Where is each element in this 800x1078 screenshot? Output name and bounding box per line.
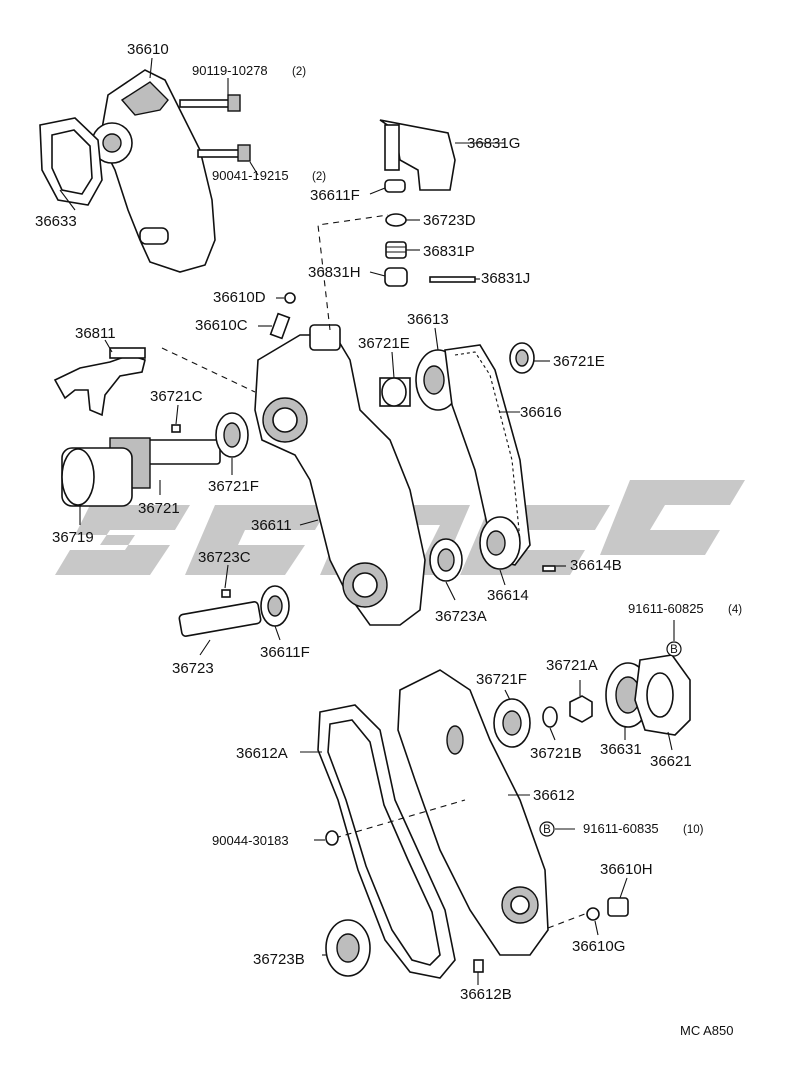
label-91611-60835-qty: (10) <box>683 824 704 836</box>
spring-36831P <box>385 241 407 259</box>
label-36633: 36633 <box>35 213 77 230</box>
transfer-case-36611 <box>254 324 426 626</box>
bearing-36721F-right <box>493 698 531 748</box>
gasket-36633 <box>39 117 103 206</box>
key-36723C <box>221 589 231 598</box>
label-36723: 36723 <box>172 660 214 677</box>
label-36721E-mid: 36721E <box>358 335 410 352</box>
shift-lever-36831G <box>379 119 456 191</box>
label-36610G: 36610G <box>572 938 625 955</box>
label-36616: 36616 <box>520 404 562 421</box>
label-90041-qty: (2) <box>312 171 326 183</box>
bearing-36723B <box>325 919 371 977</box>
label-36614: 36614 <box>487 587 529 604</box>
pin-36831J <box>429 276 476 283</box>
label-36621: 36621 <box>650 753 692 770</box>
nut-36721A <box>569 695 593 723</box>
label-36723A: 36723A <box>435 608 487 625</box>
label-36610D: 36610D <box>213 289 266 306</box>
footer-code: MC A850 <box>680 1023 733 1038</box>
label-36721F-left: 36721F <box>208 478 259 495</box>
label-36611: 36611 <box>251 517 292 534</box>
bearing-36721F-left <box>215 412 249 458</box>
sprocket-36614 <box>479 516 521 570</box>
bearing-36611F-bottom <box>260 585 290 627</box>
label-90044-30183: 90044-30183 <box>212 833 289 848</box>
label-36723D: 36723D <box>423 212 476 229</box>
dashed-guide-fork <box>161 347 256 393</box>
label-36811: 36811 <box>75 325 116 342</box>
label-91611-60835: 91611-60835 <box>583 821 659 836</box>
part-labels: 36610 90119-10278 (2) 36633 90041-19215 … <box>35 41 742 1038</box>
dashed-guide-cover <box>334 799 466 839</box>
plug-36610H <box>607 897 629 917</box>
key-36721C <box>171 424 181 433</box>
label-36831J: 36831J <box>481 270 530 287</box>
label-36723C: 36723C <box>198 549 251 566</box>
bushing-36611F-top <box>384 179 406 193</box>
label-36613: 36613 <box>407 311 449 328</box>
label-36614B: 36614B <box>570 557 622 574</box>
label-90119-10278: 90119-10278 <box>192 63 268 78</box>
label-36719: 36719 <box>52 529 94 546</box>
label-36831P: 36831P <box>423 243 475 260</box>
gasket-36610G <box>586 907 600 921</box>
dashed-guide-lever <box>317 214 389 331</box>
svg-text:B: B <box>543 824 551 836</box>
label-36610H: 36610H <box>600 861 653 878</box>
dashed-guide-plug <box>547 911 591 929</box>
label-36611F-top: 36611F <box>310 187 360 204</box>
label-36831G: 36831G <box>467 135 520 152</box>
label-36612A: 36612A <box>236 745 288 762</box>
svg-text:B: B <box>670 644 678 656</box>
label-36611F-bottom: 36611F <box>260 644 310 661</box>
chain-36616 <box>444 344 531 566</box>
label-36612B: 36612B <box>460 986 512 1003</box>
bolt-marker-60835: B <box>539 821 555 837</box>
shaft-36723 <box>178 601 262 637</box>
gasket-36612A <box>317 704 456 979</box>
label-90119-qty: (2) <box>292 66 306 78</box>
washer-36723D <box>385 213 407 227</box>
sleeve-36721E-mid <box>379 377 411 407</box>
plunger-36831H <box>384 267 408 287</box>
label-36721B: 36721B <box>530 745 582 762</box>
ball-36610D <box>284 292 296 304</box>
label-90041-19215: 90041-19215 <box>212 168 289 183</box>
label-91611-60825-qty: (4) <box>728 604 742 616</box>
sleeve-36719 <box>61 447 133 507</box>
washer-36721B <box>542 706 558 728</box>
bearing-36721E-right <box>509 342 535 374</box>
label-36721E-right: 36721E <box>553 353 605 370</box>
label-36610C: 36610C <box>195 317 248 334</box>
label-36721A: 36721A <box>546 657 598 674</box>
bolt-90041-19215 <box>197 144 251 162</box>
label-91611-60825: 91611-60825 <box>628 601 704 616</box>
cover-36612 <box>397 669 549 956</box>
label-36610: 36610 <box>127 41 169 58</box>
label-36631: 36631 <box>600 741 642 758</box>
washer-90044-30183 <box>325 830 339 846</box>
spring-36610C <box>269 312 291 340</box>
bearing-36723A <box>429 538 463 582</box>
label-36721F-right: 36721F <box>476 671 527 688</box>
label-36721: 36721 <box>138 500 180 517</box>
label-36612: 36612 <box>533 787 575 804</box>
pin-36612B <box>473 959 484 973</box>
shift-fork-36811 <box>53 347 146 417</box>
pump-assembly-36610 <box>91 69 216 273</box>
pin-36614B <box>542 565 556 572</box>
bolt-marker-60825: B <box>666 641 682 657</box>
leader-lines <box>59 57 675 985</box>
label-36723B: 36723B <box>253 951 305 968</box>
bolt-90119-10278 <box>179 94 241 112</box>
label-36721C: 36721C <box>150 388 203 405</box>
label-36831H: 36831H <box>308 264 361 281</box>
retainer-36621 <box>634 654 691 736</box>
